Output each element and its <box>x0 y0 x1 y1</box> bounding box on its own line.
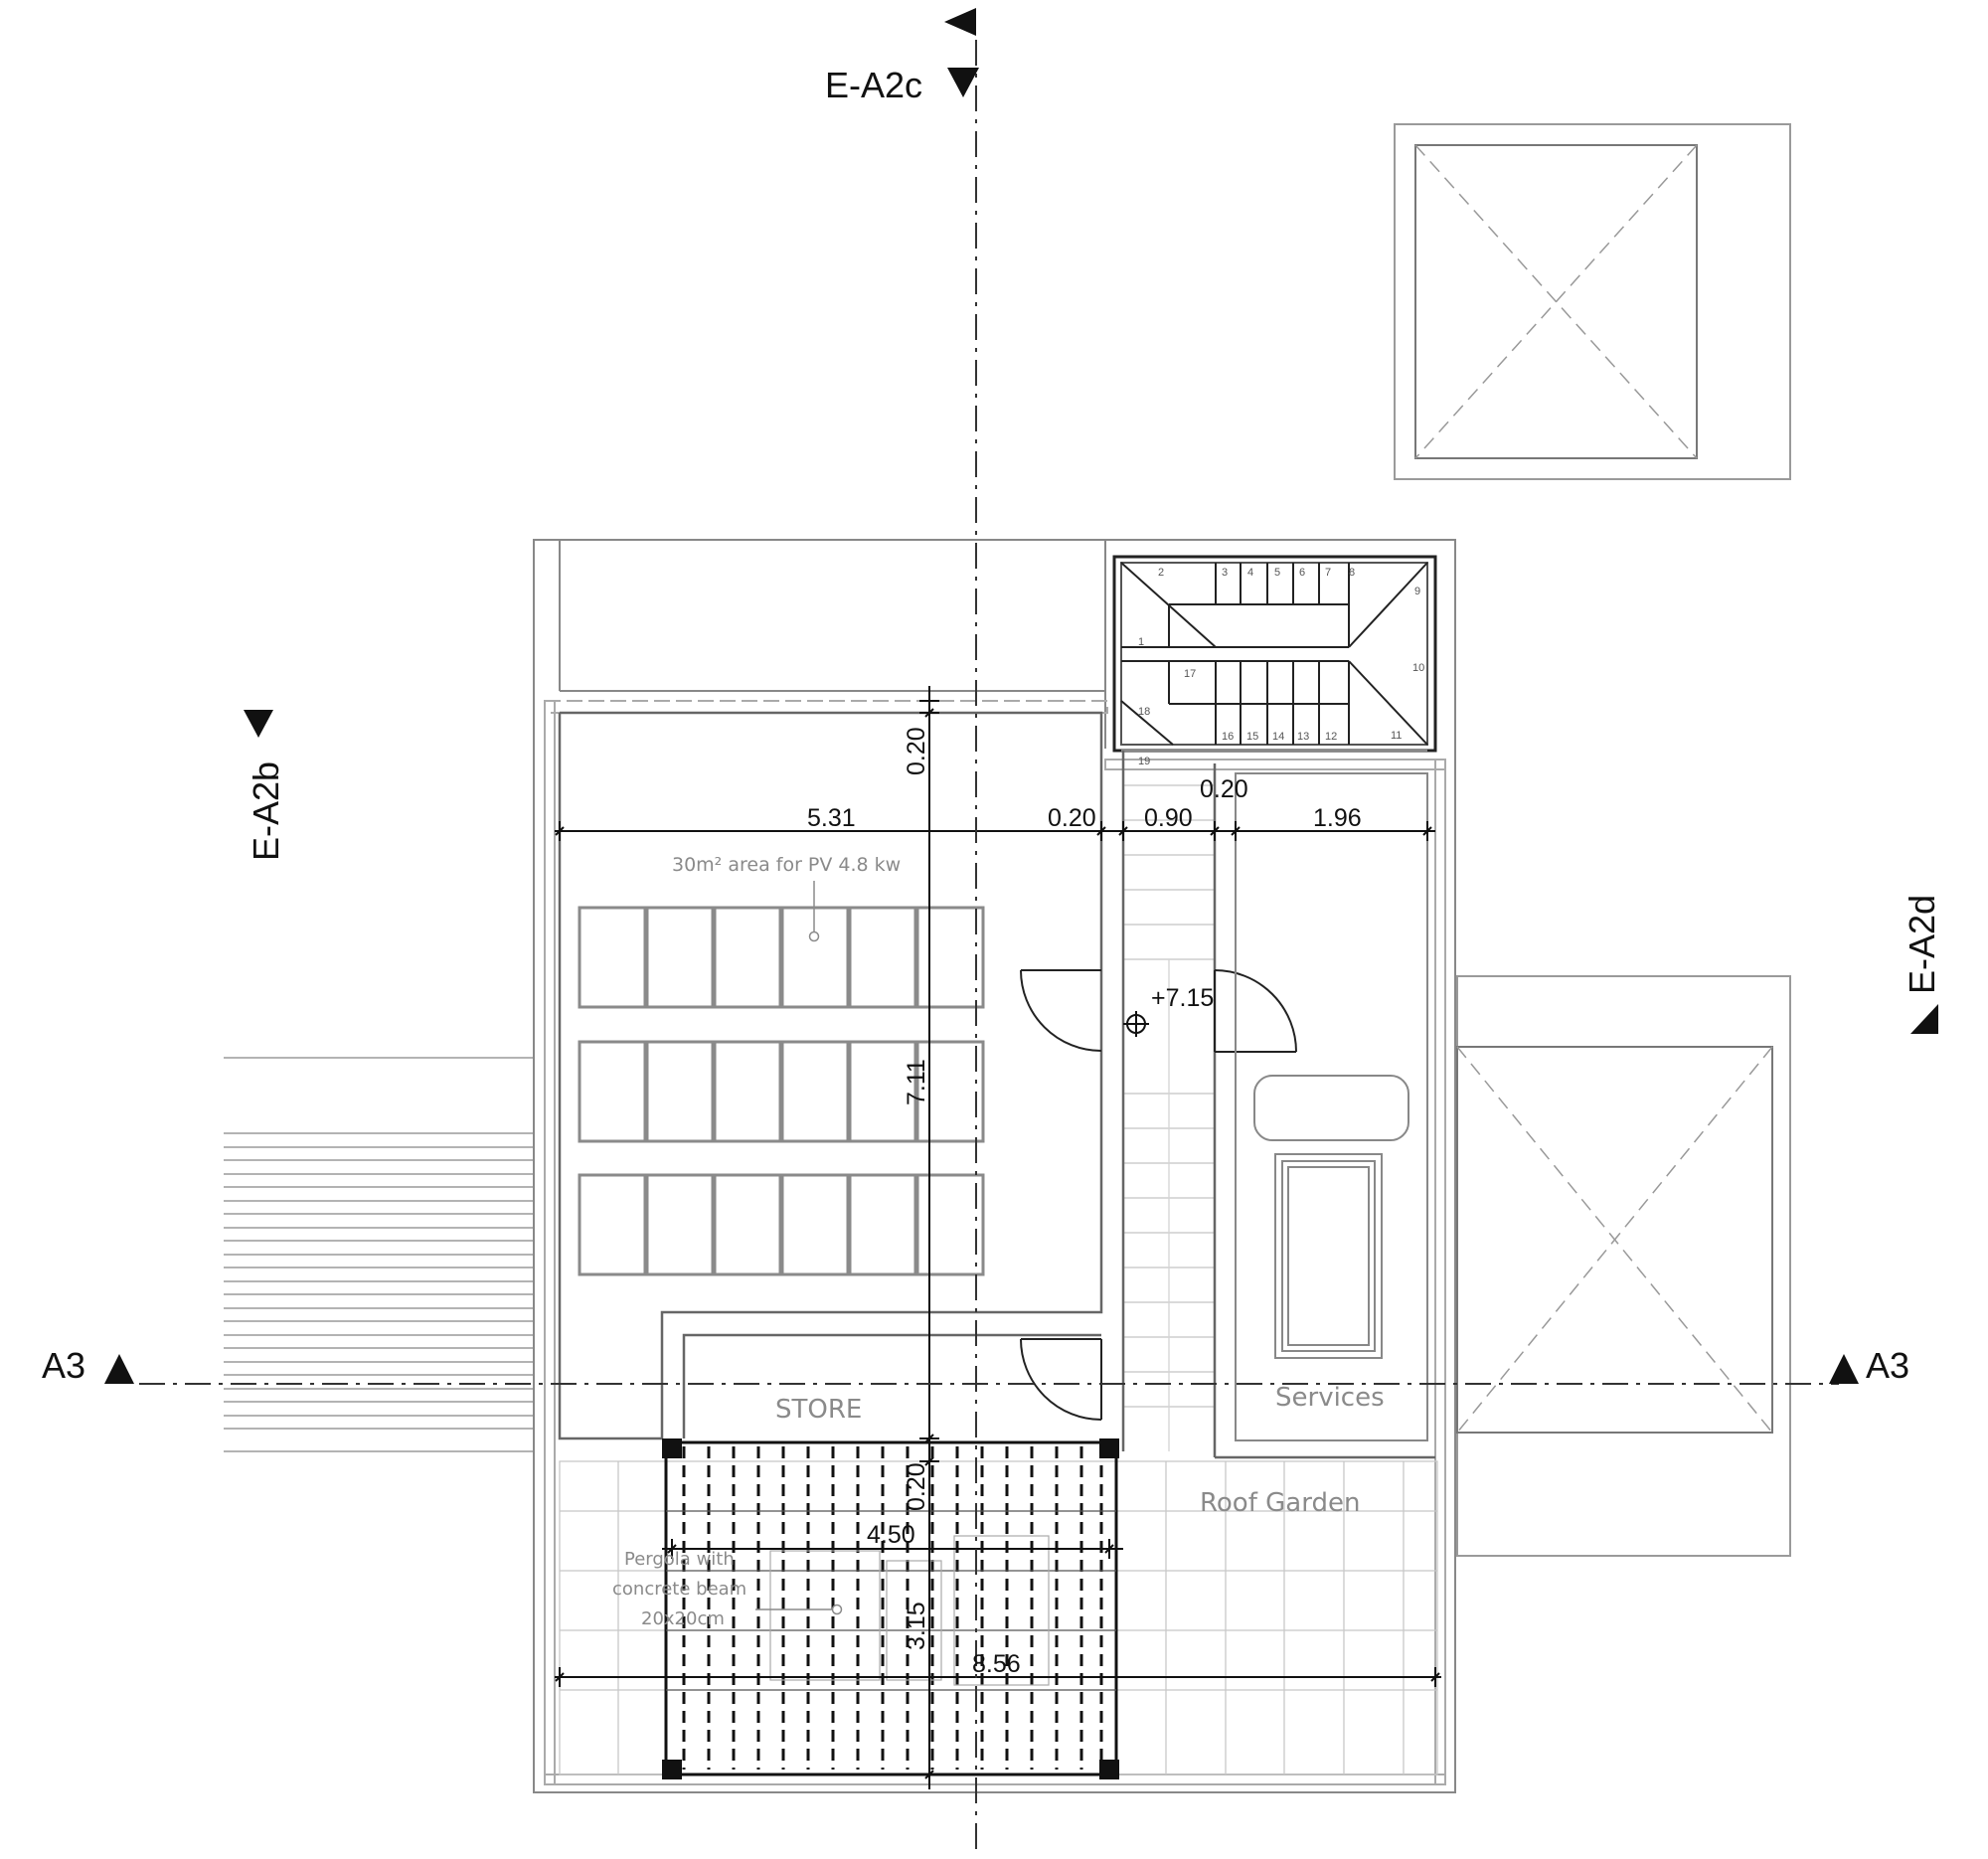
pv-area <box>558 711 1103 1440</box>
stairwell <box>1112 555 1437 753</box>
section-arrows <box>104 8 1938 1384</box>
door-pv-area <box>1020 969 1102 1052</box>
section-label-a3-right: A3 <box>1866 1345 1909 1386</box>
services-label: Services <box>1275 1383 1385 1413</box>
roof-garden-label: Roof Garden <box>1200 1488 1360 1518</box>
step-5: 5 <box>1274 567 1280 579</box>
stair-step-numbers: 1 2 3 4 5 6 7 8 9 10 11 12 13 14 15 16 1… <box>1138 567 1424 767</box>
section-arrow-a3-left <box>104 1354 134 1384</box>
pergola-column <box>662 1438 682 1458</box>
section-arrow-top <box>944 8 976 36</box>
section-arrow-a3-right <box>1829 1354 1859 1384</box>
external-stairs-left <box>224 1057 534 1452</box>
pv-panel-row-3 <box>578 1173 985 1276</box>
step-18: 18 <box>1138 706 1150 718</box>
dim-7-11: 7.11 <box>903 1059 930 1105</box>
dim-0-20-a: 0.20 <box>1048 804 1096 832</box>
pergola-label-line-1: Pergola with <box>624 1549 735 1570</box>
section-label-a3-left: A3 <box>42 1345 85 1386</box>
pergola-leader <box>755 1604 843 1615</box>
step-8: 8 <box>1349 567 1355 579</box>
step-2: 2 <box>1158 567 1164 579</box>
pv-area-label: 30m² area for PV 4.8 kw <box>672 854 901 876</box>
pv-panels <box>578 906 985 1276</box>
pv-panel-row-1 <box>578 906 985 1009</box>
dim-1-96: 1.96 <box>1313 804 1362 832</box>
section-arrow-e-a2b <box>244 710 273 738</box>
dim-8-56: 8.56 <box>972 1650 1021 1678</box>
corridor-tiles <box>1123 784 1215 1451</box>
step-7: 7 <box>1325 567 1331 579</box>
pool-skylight <box>1274 1153 1383 1359</box>
dim-0-20-v: 0.20 <box>903 727 930 775</box>
step-13: 13 <box>1297 731 1309 743</box>
step-12: 12 <box>1325 731 1337 743</box>
door-store <box>1020 1338 1102 1421</box>
dim-4-50: 4.50 <box>867 1521 915 1549</box>
dim-0-90: 0.90 <box>1144 804 1193 832</box>
level-marker <box>1123 1011 1149 1037</box>
door-services <box>1214 969 1297 1053</box>
step-15: 15 <box>1246 731 1258 743</box>
water-tank <box>1253 1075 1409 1141</box>
step-3: 3 <box>1222 567 1228 579</box>
section-axes <box>139 40 1839 1851</box>
step-11: 11 <box>1391 730 1402 742</box>
step-14: 14 <box>1272 731 1284 743</box>
store-label: STORE <box>775 1395 862 1425</box>
dim-0-20-v2: 0.20 <box>903 1462 930 1511</box>
step-19: 19 <box>1138 756 1150 767</box>
pergola <box>662 1438 1119 1779</box>
step-1: 1 <box>1138 636 1144 648</box>
pergola-label-line-2: concrete beam <box>612 1579 746 1600</box>
services-room <box>1215 772 1435 1459</box>
pv-panel-row-2 <box>578 1040 985 1143</box>
level-label: +7.15 <box>1151 984 1214 1012</box>
step-17: 17 <box>1184 668 1196 680</box>
pergola-label-line-3: 20x20cm <box>641 1608 725 1629</box>
section-label-e-a2b: E-A2b <box>246 761 286 861</box>
step-10: 10 <box>1412 662 1424 674</box>
skylight-right <box>1456 975 1791 1557</box>
skylight-top-right <box>1394 123 1791 480</box>
step-9: 9 <box>1414 586 1420 597</box>
pv-leader <box>808 881 820 942</box>
step-16: 16 <box>1222 731 1234 743</box>
dim-0-20-b: 0.20 <box>1200 775 1248 803</box>
section-label-e-a2c: E-A2c <box>825 65 922 105</box>
pergola-column <box>662 1760 682 1779</box>
step-6: 6 <box>1299 567 1305 579</box>
section-arrow-e-a2d <box>1910 1004 1938 1034</box>
section-label-e-a2d: E-A2d <box>1902 895 1942 994</box>
step-4: 4 <box>1247 567 1253 579</box>
section-arrow-e-a2c <box>947 68 979 97</box>
pergola-column <box>1099 1760 1119 1779</box>
pergola-column <box>1099 1438 1119 1458</box>
dim-5-31: 5.31 <box>807 804 856 832</box>
corridor-walls <box>1121 751 1217 1457</box>
dim-3-15: 3.15 <box>903 1602 930 1650</box>
dimension-lines <box>555 686 1441 1789</box>
